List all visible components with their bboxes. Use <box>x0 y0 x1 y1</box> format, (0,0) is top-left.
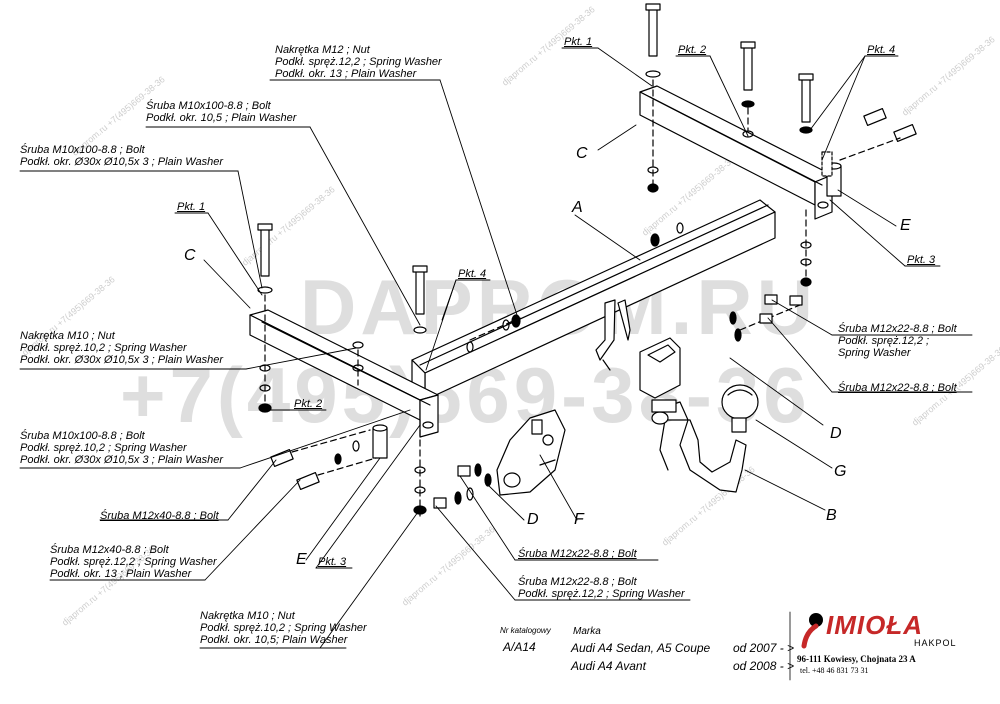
label-bolt-m10-left: Śruba M10x100-8.8 ; Bolt Podkł. okr. Ø30… <box>20 144 223 168</box>
bracket-d <box>639 294 803 399</box>
company-logo-text: IMIOŁA <box>826 610 923 640</box>
part-letter-e-right: E <box>900 217 911 234</box>
label-pkt2-top: Pkt. 2 <box>678 44 707 56</box>
catalog-number: A/A14 <box>503 640 536 654</box>
label-bolt-m12x22-b: Śruba M12x22-8.8 ; Bolt Podkł. spręż.12,… <box>518 576 685 600</box>
label-pkt2-left: Pkt. 2 <box>294 398 323 410</box>
model-line-2: Audi A4 Avant <box>571 659 646 673</box>
crossbar-a <box>411 199 776 401</box>
label-bolt-m12x22-c: Śruba M12x22-8.8 ; Bolt Podkł. spręż.12,… <box>838 323 957 359</box>
label-bolt-m12x40-washers: Śruba M12x40-8.8 ; Bolt Podkł. spręż.12,… <box>50 544 217 580</box>
towball-logo-icon <box>801 613 823 649</box>
catalog-label: Nr katalogowy <box>500 626 551 635</box>
socket-plate-f <box>433 299 631 509</box>
label-bolt-m10-bottom: Śruba M10x100-8.8 ; Bolt Podkł. spręż.10… <box>20 430 223 466</box>
spacers-e <box>372 151 842 459</box>
label-pkt1-left: Pkt. 1 <box>177 201 206 213</box>
label-pkt4-top: Pkt. 4 <box>867 44 896 56</box>
left-bracket-c <box>249 309 439 438</box>
company-phone: tel. +48 46 831 73 31 <box>800 666 869 675</box>
label-pkt3-bottom: Pkt. 3 <box>318 556 347 568</box>
label-bolt-m10-top: Śruba M10x100-8.8 ; Bolt Podkł. okr. 10,… <box>146 100 297 124</box>
company-logo-sub: HAKPOL <box>914 638 957 648</box>
label-nut-m10-bottom: Nakrętka M10 ; Nut Podkł. spręż.10,2 ; S… <box>200 610 367 646</box>
date-line-1: od 2007 - > <box>733 641 795 655</box>
right-bracket-c <box>639 85 833 220</box>
label-nut-m10-left: Nakrętka M10 ; Nut Podkł. spręż.10,2 ; S… <box>20 330 223 366</box>
model-line-1: Audi A4 Sedan, A5 Coupe <box>571 641 711 655</box>
part-letter-a: A <box>572 199 583 216</box>
label-bolt-m12x22-a: Śruba M12x22-8.8 ; Bolt <box>518 548 637 560</box>
part-letter-b: B <box>826 507 837 524</box>
company-logo: IMIOŁA HAKPOL <box>796 610 966 655</box>
vertical-bolts <box>257 3 814 521</box>
part-letter-c-top: C <box>576 145 588 162</box>
label-bolt-m12x22-d: Śruba M12x22-8.8 ; Bolt <box>838 382 957 394</box>
label-bolt-m12x40: Śruba M12x40-8.8 ; Bolt <box>100 510 219 522</box>
leader-lines <box>19 47 973 649</box>
part-letter-d-bottom: D <box>527 511 539 528</box>
company-address: 96-111 Kowiesy, Chojnata 23 A <box>797 654 916 664</box>
label-pkt4-mid: Pkt. 4 <box>458 268 487 280</box>
label-pkt3-right: Pkt. 3 <box>907 254 936 266</box>
label-nut-m12: Nakrętka M12 ; Nut Podkł. spręż.12,2 ; S… <box>275 44 442 80</box>
date-line-2: od 2008 - > <box>733 659 795 673</box>
part-letter-d-right: D <box>830 425 842 442</box>
tow-ball-g-arm-b <box>651 384 759 493</box>
part-letter-g: G <box>834 463 847 480</box>
part-letter-f: F <box>574 511 584 528</box>
brand-label: Marka <box>573 626 601 637</box>
part-letter-c-left: C <box>184 247 196 264</box>
label-pkt1-top: Pkt. 1 <box>564 36 593 48</box>
part-letter-e-bottom: E <box>296 551 307 568</box>
horizontal-bolts <box>270 108 917 490</box>
